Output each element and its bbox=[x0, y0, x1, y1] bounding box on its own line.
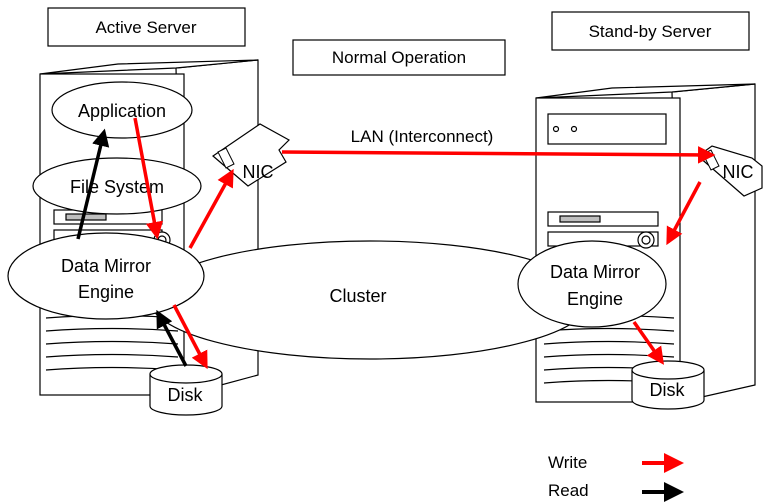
active-server-label-box: Active Server bbox=[47, 7, 246, 47]
read-arrow-mirror-to-app bbox=[76, 128, 110, 240]
write-arrow-lan bbox=[281, 146, 716, 164]
application-ellipse: Application bbox=[51, 81, 193, 139]
write-arrows bbox=[133, 117, 716, 370]
cluster-ellipse: Cluster bbox=[149, 240, 591, 360]
application-label: Application bbox=[78, 101, 166, 121]
standby-server-label: Stand-by Server bbox=[589, 22, 712, 41]
write-arrow-mirror-to-disk-active bbox=[172, 304, 208, 370]
write-arrow-app-to-mirror bbox=[133, 117, 164, 240]
legend-read-label: Read bbox=[548, 481, 589, 500]
write-arrow-mirror-to-disk-standby bbox=[632, 320, 665, 365]
read-arrows bbox=[76, 128, 188, 367]
active-mirror-line1: Data Mirror bbox=[61, 256, 151, 276]
active-mirror-line2: Engine bbox=[78, 282, 134, 302]
write-arrow-nic-to-mirror bbox=[666, 181, 702, 246]
standby-server-label-box: Stand-by Server bbox=[551, 11, 750, 51]
write-arrow-mirror-to-nic bbox=[188, 168, 234, 249]
lan-label: LAN (Interconnect) bbox=[351, 127, 494, 146]
file-system-ellipse: File System bbox=[32, 157, 202, 215]
normal-operation-label: Normal Operation bbox=[332, 48, 466, 67]
active-nic-label: NIC bbox=[243, 162, 274, 182]
standby-nic-label: NIC bbox=[723, 162, 754, 182]
normal-operation-label-box: Normal Operation bbox=[292, 39, 506, 76]
active-data-mirror-engine: Data Mirror Engine bbox=[7, 232, 205, 320]
cluster-label: Cluster bbox=[329, 286, 386, 306]
standby-data-mirror-engine: Data Mirror Engine bbox=[517, 240, 667, 328]
standby-disk-label: Disk bbox=[650, 380, 686, 400]
standby-mirror-line2: Engine bbox=[567, 289, 623, 309]
legend-write-label: Write bbox=[548, 453, 587, 472]
active-server-label: Active Server bbox=[95, 18, 196, 37]
standby-disk: Disk bbox=[631, 360, 705, 410]
active-disk-label: Disk bbox=[168, 385, 204, 405]
read-arrow-disk-to-mirror bbox=[156, 309, 188, 367]
legend: Write Read bbox=[548, 453, 684, 502]
standby-mirror-line1: Data Mirror bbox=[550, 262, 640, 282]
active-disk: Disk bbox=[149, 364, 223, 416]
